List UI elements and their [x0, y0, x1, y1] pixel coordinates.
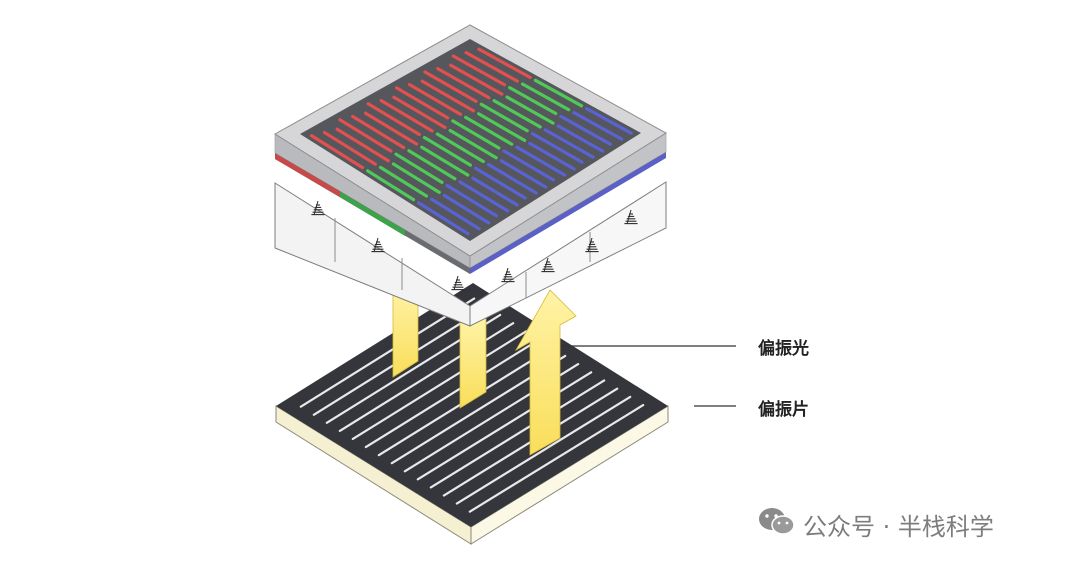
- subpixel-stripe: [508, 86, 558, 116]
- subpixel-stripe: [335, 127, 390, 163]
- subpixel-stripe: [464, 51, 519, 83]
- subpixel-stripe: [423, 70, 478, 103]
- liquid-crystal-molecule: [311, 200, 325, 216]
- subpixel-stripe: [407, 82, 463, 116]
- subpixel-stripe: [445, 183, 499, 218]
- subpixel-stripe: [429, 197, 481, 231]
- subpixel-stripe: [533, 78, 584, 108]
- label-polarizer: 偏振片: [758, 400, 809, 420]
- liquid-crystal-molecule: [624, 209, 638, 225]
- wechat-icon: [757, 505, 797, 543]
- watermark: 公众号 · 半栈科学: [757, 506, 994, 542]
- subpixel-stripe: [499, 159, 548, 189]
- polarizer-top-face: [276, 283, 668, 527]
- subpixel-stripe: [530, 132, 584, 164]
- subpixel-stripe: [471, 176, 519, 207]
- polarizer-slit: [351, 330, 528, 441]
- subpixel-stripe: [407, 149, 457, 181]
- liquid-crystal-molecule: [585, 237, 599, 253]
- subpixel-stripe: [528, 141, 576, 171]
- subpixel-stripe: [543, 128, 595, 159]
- molecule-axis: [453, 275, 459, 291]
- subpixel-stripe: [449, 63, 504, 96]
- subpixel-stripe: [585, 107, 633, 135]
- subpixel-stripe: [486, 162, 538, 195]
- light-arrow-middle: [459, 317, 487, 409]
- molecule-axis: [543, 257, 549, 273]
- subpixel-stripe: [417, 201, 470, 236]
- subpixel-stripe: [394, 152, 444, 184]
- subpixel-stripe: [378, 165, 429, 198]
- subpixel-stripe: [448, 128, 498, 160]
- subpixel-stripe: [502, 149, 556, 182]
- subpixel-stripe: [520, 82, 571, 112]
- molecule-axis: [587, 237, 593, 253]
- subpixel-stripe: [422, 135, 473, 167]
- filter-band-green-edge: [340, 191, 405, 236]
- watermark-text: 公众号 · 半栈科学: [803, 512, 994, 541]
- subpixel-stripe: [458, 180, 510, 213]
- liquid-crystal-molecule: [371, 237, 385, 253]
- polarizer-slit: [468, 403, 645, 513]
- subpixel-stripe: [515, 145, 567, 177]
- color-filter-plate: [300, 39, 641, 241]
- subpixel-stripe: [436, 66, 491, 100]
- label-polarized-light: 偏振光: [758, 339, 809, 359]
- molecule-axis: [626, 209, 632, 225]
- subpixel-stripe: [322, 130, 377, 166]
- subpixel-stripe: [559, 114, 613, 146]
- subpixel-stripe: [420, 145, 470, 177]
- subpixel-stripe: [473, 166, 527, 200]
- light-arrow-right: [514, 289, 577, 456]
- subpixel-stripe: [505, 95, 555, 125]
- subpixel-stripe: [477, 47, 532, 80]
- subpixel-stripe: [442, 193, 491, 225]
- subpixel-stripe: [479, 102, 529, 133]
- polarizer-slit: [455, 395, 632, 505]
- subpixel-stripe: [363, 111, 419, 146]
- liquid-crystal-molecules: [311, 200, 638, 291]
- filter-band-red-edge: [275, 153, 340, 197]
- molecule-axis: [313, 200, 319, 216]
- subpixel-stripe: [492, 99, 542, 129]
- liquid-crystal-molecule: [541, 257, 555, 273]
- molecule-axis: [373, 237, 379, 253]
- subpixel-stripe: [392, 95, 447, 130]
- rgb-subpixel-stripes: [309, 47, 633, 236]
- molecule-axis: [503, 267, 509, 283]
- subpixel-stripe: [379, 98, 434, 133]
- subpixel-stripe: [391, 162, 441, 194]
- subpixel-stripe: [366, 169, 416, 202]
- subpixel-stripe: [451, 119, 501, 150]
- light-arrows: [392, 286, 577, 456]
- subpixel-stripe: [420, 79, 476, 113]
- subpixel-stripe: [476, 112, 527, 143]
- cell-layer-right-side: [469, 181, 667, 327]
- liquid-crystal-molecule: [451, 275, 465, 291]
- lcd-module: [274, 24, 667, 327]
- polarizer-slit: [364, 338, 541, 449]
- subpixel-stripe: [366, 102, 421, 137]
- liquid-crystal-molecule: [501, 267, 515, 283]
- polarizer-slit: [429, 379, 606, 489]
- filter-band-right: [470, 152, 666, 274]
- polarizer-slit: [416, 371, 593, 481]
- subpixel-stripe: [338, 118, 393, 153]
- subpixel-stripe: [464, 115, 514, 146]
- subpixel-stripe: [351, 114, 406, 150]
- subpixel-stripe: [572, 110, 624, 141]
- subpixel-stripe: [394, 86, 450, 120]
- subpixel-stripe: [556, 124, 605, 153]
- subpixel-stripe: [309, 134, 365, 170]
- subpixel-stripe: [435, 132, 485, 164]
- subpixel-stripe: [451, 54, 507, 87]
